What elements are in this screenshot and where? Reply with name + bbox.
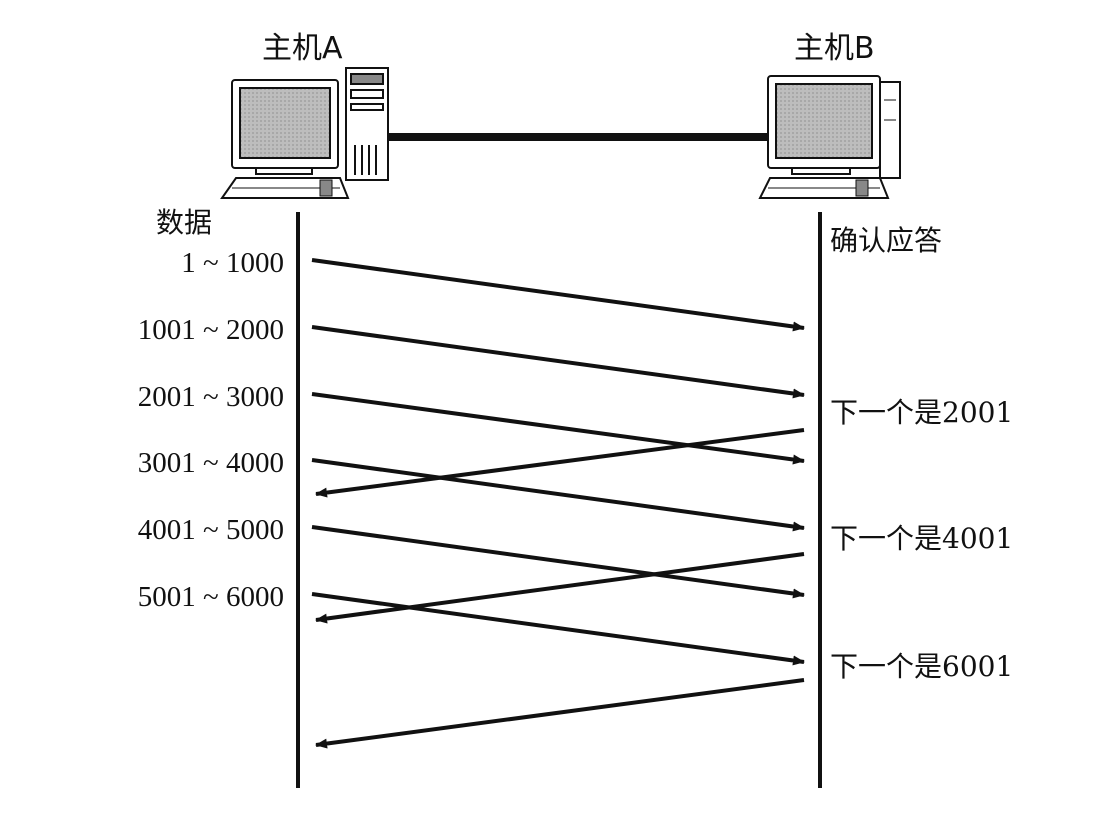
ack-arrow <box>315 428 805 498</box>
data-arrow <box>311 258 805 332</box>
segment-label: 1 ~ 1000 <box>181 247 284 279</box>
host-b-computer-icon <box>758 75 901 199</box>
segment-label: 2001 ~ 3000 <box>138 381 284 413</box>
ack-label: 下一个是2001 <box>830 396 1013 429</box>
ack-label: 下一个是6001 <box>830 650 1013 683</box>
ack-label: 下一个是4001 <box>830 522 1013 555</box>
ack-arrow <box>315 552 805 624</box>
host-a-computer-icon <box>220 67 389 199</box>
data-arrow <box>311 392 805 465</box>
segment-label: 4001 ~ 5000 <box>138 514 284 546</box>
data-arrow <box>311 592 805 666</box>
data-arrow <box>311 458 805 532</box>
segment-label: 5001 ~ 6000 <box>138 581 284 613</box>
host-a-label: 主机A <box>262 31 343 66</box>
host-b-label: 主机B <box>794 31 875 66</box>
ack-arrow <box>315 678 805 749</box>
data-arrow <box>311 325 805 399</box>
ack-column-header: 确认应答 <box>830 224 942 257</box>
segment-label: 1001 ~ 2000 <box>138 314 284 346</box>
data-arrow <box>311 525 805 599</box>
segment-label: 3001 ~ 4000 <box>138 447 284 479</box>
data-column-header: 数据 <box>156 206 212 239</box>
